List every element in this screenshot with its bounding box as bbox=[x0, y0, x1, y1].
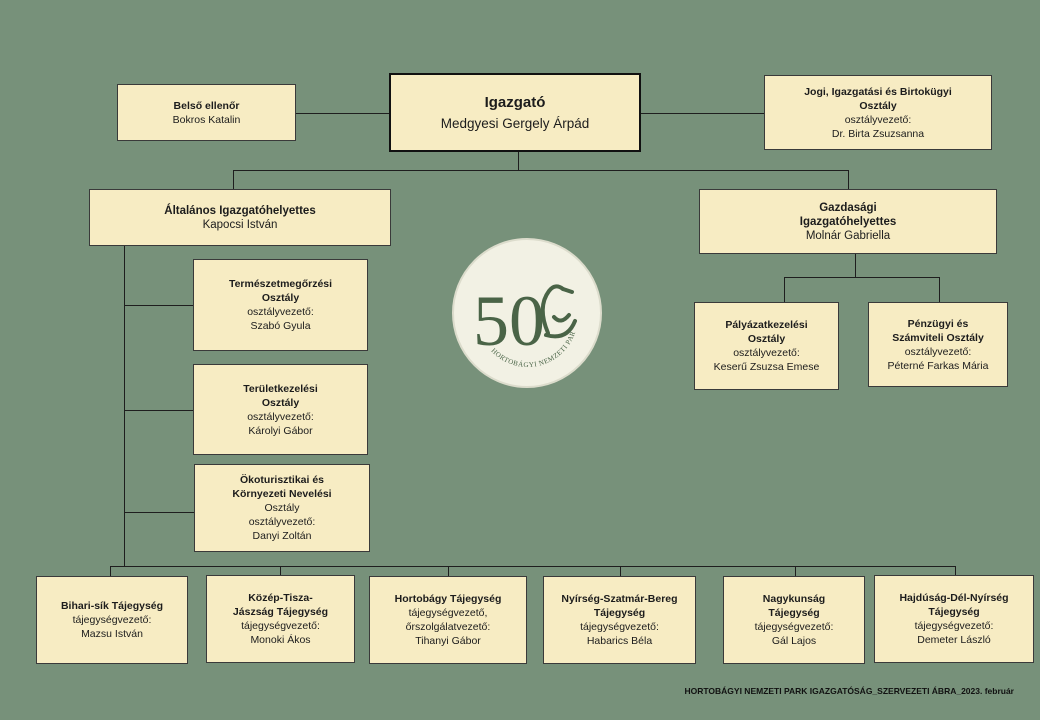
eco-dept-title3: Osztály bbox=[264, 502, 300, 514]
region-name: Monoki Ákos bbox=[250, 634, 311, 646]
director-name: Medgyesi Gergely Árpád bbox=[440, 115, 590, 131]
legal-dept-title2: Osztály bbox=[859, 99, 897, 112]
connector-region-2 bbox=[280, 566, 281, 576]
region-box: Nagykunság Tájegység tájegységvezető: Gá… bbox=[723, 576, 865, 664]
finance-dept-name: Péterné Farkas Mária bbox=[887, 359, 989, 372]
connector-region-1 bbox=[110, 566, 111, 576]
region-title: Hajdúság-Dél-Nyírség bbox=[899, 592, 1009, 604]
region-name: Demeter László bbox=[917, 634, 991, 646]
economic-deputy-name: Molnár Gabriella bbox=[805, 229, 891, 242]
tender-dept-box: Pályázatkezelési Osztály osztályvezető: … bbox=[694, 302, 839, 390]
region-role: tájegységvezető: bbox=[241, 620, 320, 632]
finance-dept-title: Pénzügyi és bbox=[907, 317, 969, 330]
legal-dept-title: Jogi, Igazgatási és Birtokügyi bbox=[804, 85, 952, 98]
region-role: tájegységvezető: bbox=[914, 620, 994, 632]
region-title: Hortobágy Tájegység bbox=[394, 593, 502, 605]
economic-deputy-title: Gazdasági bbox=[819, 201, 877, 214]
nature-dept-box: Természetmegőrzési Osztály osztályvezető… bbox=[193, 259, 368, 351]
connector-general-spine bbox=[124, 246, 125, 566]
connector-region-5 bbox=[795, 566, 796, 576]
region-name: Habarics Béla bbox=[586, 635, 653, 647]
eco-dept-role: osztályvezető: bbox=[248, 516, 316, 528]
region-title: Bihari-sík Tájegység bbox=[60, 600, 164, 612]
internal-auditor-title: Belső ellenőr bbox=[173, 99, 240, 112]
region-box: Hajdúság-Dél-Nyírség Tájegység tájegység… bbox=[874, 575, 1034, 663]
connector-region-4 bbox=[620, 566, 621, 576]
nature-dept-title: Természetmegőrzési bbox=[228, 278, 333, 290]
region-title: Közép-Tisza- bbox=[248, 592, 313, 604]
director-box: Igazgató Medgyesi Gergely Árpád bbox=[389, 73, 641, 152]
region-title: Nagykunság bbox=[762, 593, 826, 605]
eco-dept-name: Danyi Zoltán bbox=[252, 530, 312, 542]
connector-eco-dept bbox=[124, 512, 194, 513]
economic-deputy-box: Gazdasági Igazgatóhelyettes Molnár Gabri… bbox=[699, 189, 997, 254]
connector-to-tender bbox=[784, 277, 785, 302]
connector-region-6 bbox=[955, 566, 956, 576]
connector-director-legal bbox=[640, 113, 765, 114]
connector-deputies bbox=[233, 170, 848, 171]
legal-dept-role: osztályvezető: bbox=[844, 113, 912, 126]
director-title: Igazgató bbox=[484, 93, 546, 111]
logo-number: 50 bbox=[473, 281, 545, 361]
eco-dept-title: Ökoturisztikai és bbox=[239, 474, 325, 486]
general-deputy-name: Kapocsi István bbox=[202, 218, 278, 231]
general-deputy-title: Általános Igazgatóhelyettes bbox=[164, 204, 316, 217]
region-title2: Jászság Tájegység bbox=[232, 606, 329, 618]
region-title2: Tájegység bbox=[928, 606, 980, 618]
region-role: tájegységvezető: bbox=[580, 621, 659, 633]
region-role2: őrszolgálatvezető: bbox=[405, 621, 491, 633]
land-dept-title2: Osztály bbox=[261, 396, 300, 409]
connector-to-general-deputy bbox=[233, 170, 234, 189]
footer-caption: HORTOBÁGYI NEMZETI PARK IGAZGATÓSÁG_SZER… bbox=[684, 686, 1014, 696]
region-name: Mazsu István bbox=[81, 628, 143, 640]
crane-bird-icon bbox=[540, 284, 577, 339]
legal-dept-box: Jogi, Igazgatási és Birtokügyi Osztály o… bbox=[764, 75, 992, 150]
land-dept-role: osztályvezető: bbox=[247, 410, 314, 423]
connector-economic-depts bbox=[784, 277, 939, 278]
region-box: Nyírség-Szatmár-Bereg Tájegység tájegysé… bbox=[543, 576, 696, 664]
region-role: tájegységvezető: bbox=[72, 614, 152, 626]
connector-to-economic-deputy bbox=[848, 170, 849, 189]
finance-dept-box: Pénzügyi és Számviteli Osztály osztályve… bbox=[868, 302, 1008, 387]
region-box: Hortobágy Tájegység tájegységvezető, őrs… bbox=[369, 576, 527, 664]
connector-to-finance bbox=[939, 277, 940, 302]
region-name: Gál Lajos bbox=[771, 635, 817, 647]
tender-dept-title: Pályázatkezelési bbox=[725, 319, 808, 331]
land-dept-title: Területkezelési bbox=[243, 382, 318, 395]
nature-dept-name: Szabó Gyula bbox=[250, 320, 311, 332]
internal-auditor-box: Belső ellenőr Bokros Katalin bbox=[117, 84, 296, 141]
connector-nature-dept bbox=[124, 305, 193, 306]
connector-land-dept bbox=[124, 410, 193, 411]
connector-region-3 bbox=[448, 566, 449, 576]
connector-director-auditor bbox=[296, 113, 390, 114]
land-dept-name: Károlyi Gábor bbox=[248, 424, 313, 437]
general-deputy-box: Általános Igazgatóhelyettes Kapocsi Istv… bbox=[89, 189, 391, 246]
finance-dept-title2: Számviteli Osztály bbox=[892, 331, 984, 344]
internal-auditor-name: Bokros Katalin bbox=[172, 113, 241, 126]
park-50-logo: 50 HORTOBÁGYI NEMZETI PARK bbox=[451, 237, 602, 388]
tender-dept-role: osztályvezető: bbox=[733, 347, 800, 359]
region-title2: Tájegység bbox=[768, 607, 820, 619]
tender-dept-title2: Osztály bbox=[747, 333, 786, 345]
region-box: Közép-Tisza- Jászság Tájegység tájegység… bbox=[206, 575, 355, 663]
region-title2: Tájegység bbox=[593, 607, 646, 619]
region-box: Bihari-sík Tájegység tájegységvezető: Ma… bbox=[36, 576, 188, 664]
eco-dept-box: Ökoturisztikai és Környezeti Nevelési Os… bbox=[194, 464, 370, 552]
region-role: tájegységvezető, bbox=[408, 607, 488, 619]
finance-dept-role: osztályvezető: bbox=[904, 345, 972, 358]
eco-dept-title2: Környezeti Nevelési bbox=[232, 488, 332, 500]
economic-deputy-title2: Igazgatóhelyettes bbox=[799, 215, 897, 228]
region-title: Nyírség-Szatmár-Bereg bbox=[561, 593, 678, 605]
land-dept-box: Területkezelési Osztály osztályvezető: K… bbox=[193, 364, 368, 455]
connector-director-down bbox=[518, 151, 519, 170]
connector-economic-down bbox=[855, 254, 856, 277]
region-name: Tihanyi Gábor bbox=[415, 635, 481, 647]
nature-dept-title2: Osztály bbox=[261, 292, 300, 304]
nature-dept-role: osztályvezető: bbox=[247, 306, 314, 318]
connector-regions bbox=[110, 566, 955, 567]
legal-dept-name: Dr. Birta Zsuzsanna bbox=[831, 127, 925, 140]
tender-dept-name: Keserű Zsuzsa Emese bbox=[713, 361, 820, 373]
logo-circle bbox=[452, 238, 602, 388]
region-role: tájegységvezető: bbox=[754, 621, 834, 633]
